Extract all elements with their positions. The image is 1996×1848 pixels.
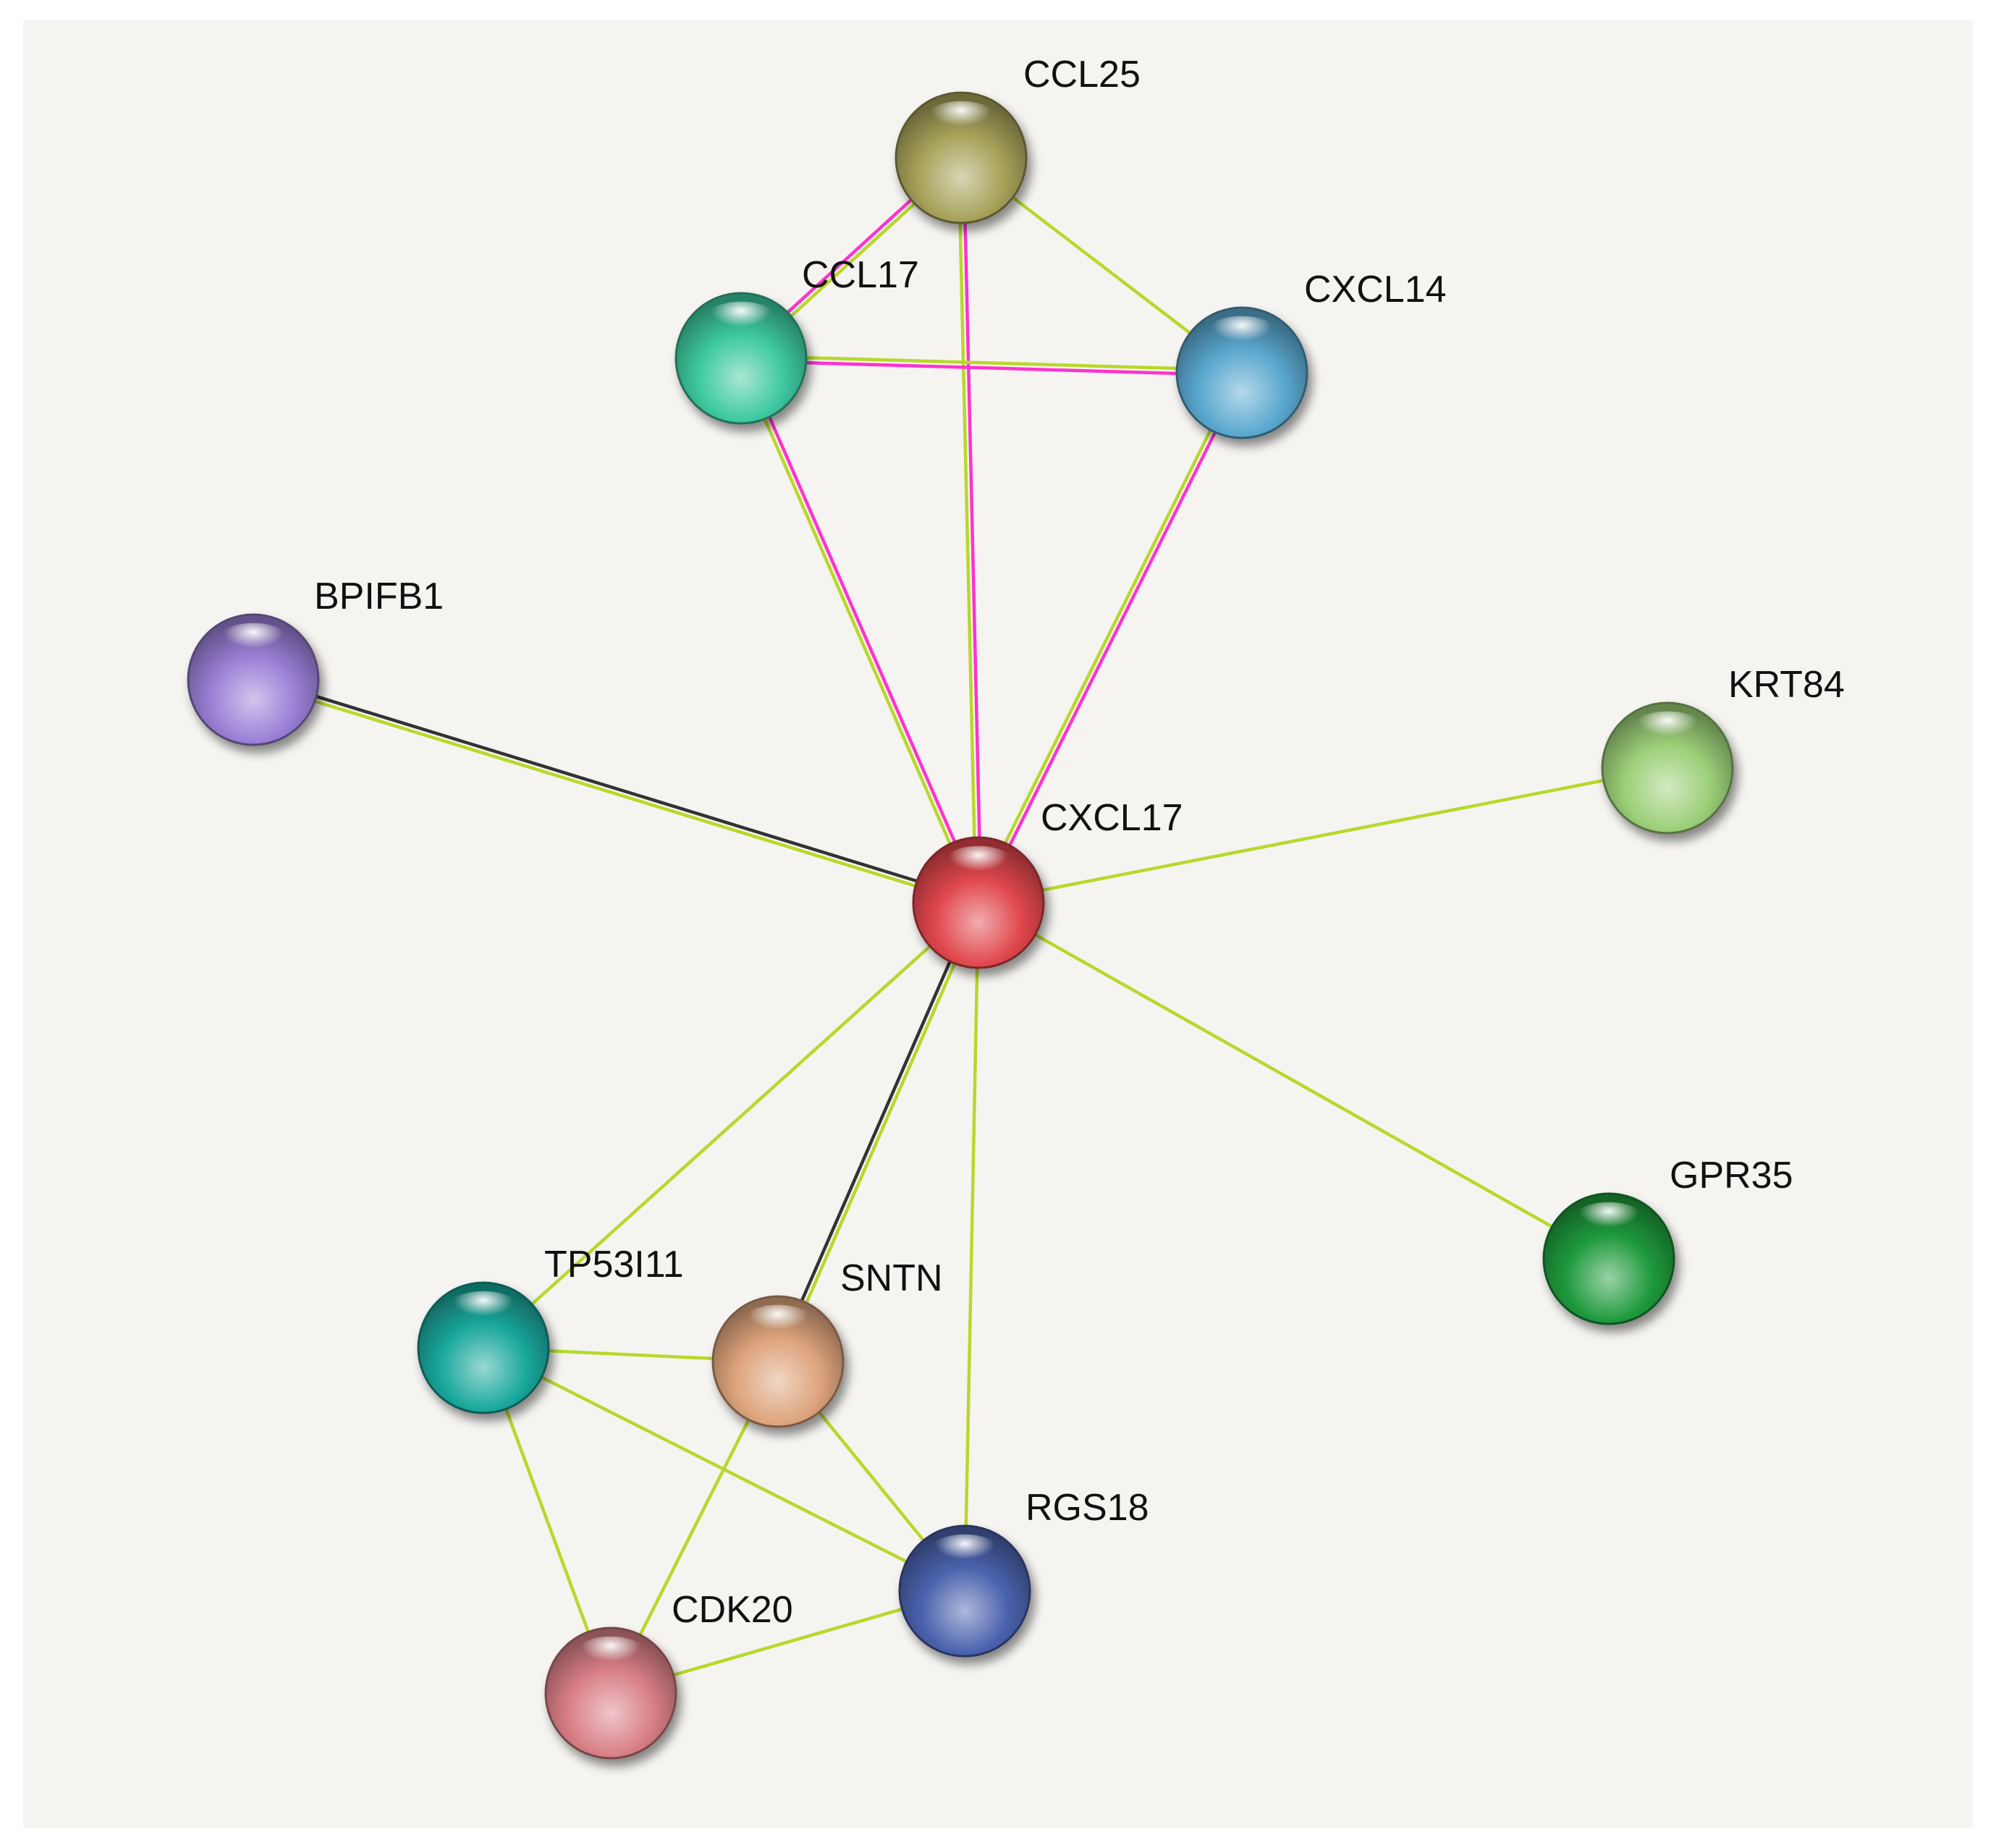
edge-line-experimental: [740, 359, 1242, 377]
node-rgs18[interactable]: RGS18: [898, 1487, 1149, 1658]
edge-line-experimental: [962, 157, 983, 903]
edge-line-textmining: [252, 680, 978, 907]
node-label: CXCL17: [1041, 797, 1183, 839]
node-label: CDK20: [672, 1589, 793, 1631]
node-highlight: [214, 623, 292, 665]
edge-cxcl17-krt84[interactable]: [978, 766, 1668, 905]
node-label: CCL17: [802, 254, 919, 296]
node-highlight: [1570, 1202, 1648, 1244]
edge-ccl17-cxcl14[interactable]: [740, 354, 1243, 377]
edge-line-textmining: [957, 158, 978, 903]
node-ccl25[interactable]: CCL25: [895, 54, 1141, 224]
edge-line-textmining: [737, 358, 978, 905]
edge-cxcl17-gpr35[interactable]: [977, 901, 1610, 1260]
node-highlight: [702, 301, 780, 344]
node-highlight: [922, 101, 1000, 143]
node-label: BPIFB1: [314, 575, 444, 617]
node-bpifb1[interactable]: BPIFB1: [187, 575, 444, 746]
edge-line-experimental: [742, 356, 983, 903]
node-highlight: [572, 1636, 650, 1679]
node-gpr35[interactable]: GPR35: [1542, 1155, 1793, 1325]
node-label: RGS18: [1026, 1487, 1149, 1529]
edge-cxcl17-tp53i11[interactable]: [482, 901, 980, 1349]
node-ccl17[interactable]: CCL17: [675, 254, 919, 425]
edge-line-textmining: [963, 902, 981, 1592]
node-highlight: [1203, 316, 1281, 358]
node-label: SNTN: [840, 1257, 943, 1299]
node-cxcl17[interactable]: CXCL17: [912, 797, 1183, 969]
node-highlight: [739, 1304, 817, 1347]
node-cxcl14[interactable]: CXCL14: [1175, 269, 1447, 439]
node-label: KRT84: [1728, 664, 1845, 706]
edge-line-textmining: [741, 354, 1243, 372]
edge-cxcl17-bpifb1[interactable]: [252, 675, 980, 907]
edge-cxcl17-rgs18[interactable]: [963, 902, 981, 1592]
node-highlight: [926, 1534, 1004, 1577]
node-label: TP53I11: [544, 1244, 684, 1286]
edge-line-textmining: [779, 903, 983, 1364]
node-sntn[interactable]: SNTN: [711, 1257, 943, 1428]
node-highlight: [1628, 711, 1707, 754]
edge-cxcl17-sntn[interactable]: [774, 900, 983, 1364]
edge-line-textmining: [482, 901, 980, 1349]
edge-line-coexpression: [774, 900, 978, 1362]
node-label: GPR35: [1670, 1155, 1793, 1197]
edge-cxcl17-cxcl14[interactable]: [974, 371, 1246, 905]
node-label: CCL25: [1023, 54, 1141, 96]
edge-line-experimental: [979, 373, 1246, 905]
node-cdk20[interactable]: CDK20: [544, 1589, 793, 1760]
node-highlight: [939, 845, 1018, 888]
node-label: CXCL14: [1304, 269, 1447, 311]
node-krt84[interactable]: KRT84: [1601, 664, 1845, 835]
edge-line-textmining: [977, 901, 1610, 1260]
edge-cxcl17-ccl25[interactable]: [957, 157, 983, 903]
edge-line-coexpression: [253, 675, 980, 902]
node-highlight: [444, 1291, 523, 1333]
node-tp53i11[interactable]: TP53I11: [417, 1244, 684, 1414]
edge-line-textmining: [978, 766, 1668, 905]
edge-line-textmining: [974, 371, 1241, 903]
edge-cxcl17-ccl17[interactable]: [737, 356, 983, 905]
